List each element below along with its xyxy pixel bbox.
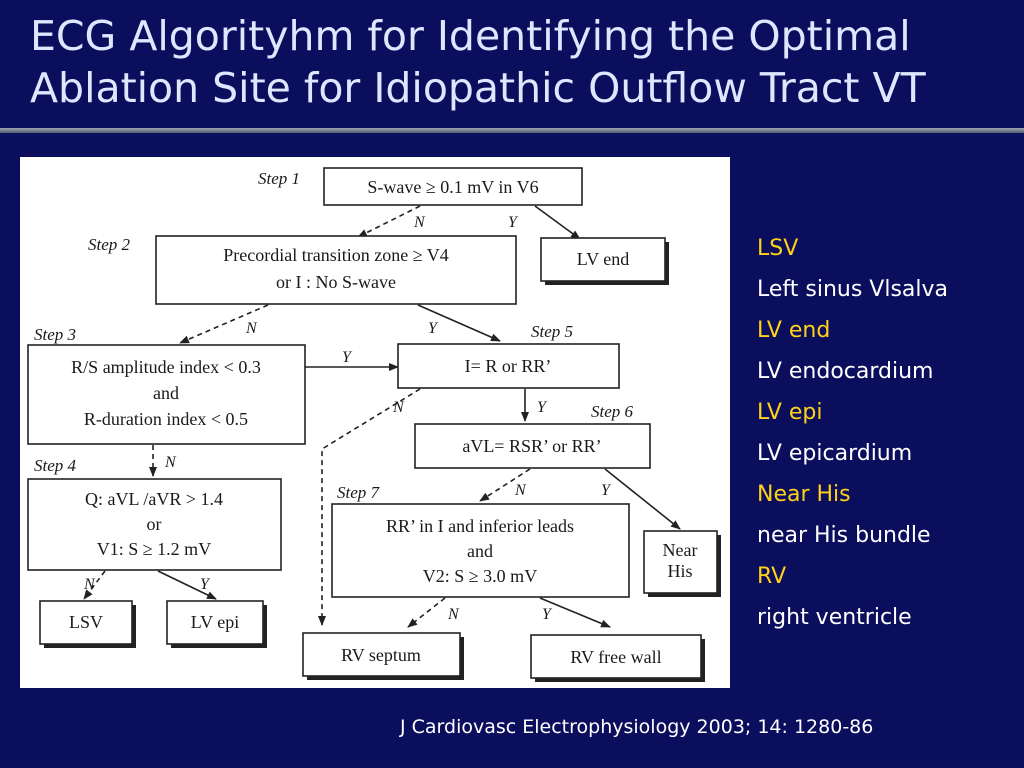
arrow-step4-yes [157, 570, 217, 600]
step-label-1: Step 1 [258, 169, 300, 188]
outcome-rv-septum-label: RV septum [341, 645, 421, 665]
branch-label-no: N [245, 320, 258, 337]
title-line-1: ECG Algorityhm for Identifying the Optim… [30, 12, 911, 60]
step1-text: S-wave ≥ 0.1 mV in V6 [367, 177, 538, 197]
branch-label-no: N [413, 214, 426, 231]
decision-step5: I= R or RR’ [397, 343, 620, 389]
outcome-lsv-label: LSV [69, 612, 103, 632]
decision-step1: S-wave ≥ 0.1 mV in V6 [323, 167, 583, 206]
legend-desc-lv-end: LV endocardium [757, 359, 934, 384]
step-label-5: Step 5 [531, 322, 573, 341]
arrow-step4-no [83, 570, 106, 600]
step4-text-line2: or [147, 514, 162, 534]
legend-abbr-lsv: LSV [757, 236, 799, 261]
step3-text-line1: R/S amplitude index < 0.3 [71, 357, 261, 377]
outcome-near-his-line2: His [667, 561, 692, 581]
branch-labels: N Y N Y Y N Y N N Y N Y N Y [83, 214, 612, 623]
outcome-rv-free-wall: RV free wall [530, 634, 705, 682]
arrow-step7-no [407, 597, 446, 628]
outcome-lv-end: LV end [540, 237, 669, 285]
branch-label-yes: Y [601, 482, 612, 499]
outcome-lv-epi: LV epi [166, 600, 267, 648]
arrow-step1-yes [534, 205, 581, 240]
branch-label-yes: Y [342, 349, 353, 366]
citation: J Cardiovasc Electrophysiology 2003; 14:… [400, 716, 874, 738]
branch-label-yes: Y [508, 214, 519, 231]
flowchart-arrows [83, 205, 681, 628]
arrow-step6-no [479, 468, 531, 502]
legend-abbr-lv-epi: LV epi [757, 400, 823, 425]
outcome-lv-end-label: LV end [577, 249, 630, 269]
legend-desc-lv-epi: LV epicardium [757, 441, 913, 466]
slide-title: ECG Algorityhm for Identifying the Optim… [30, 10, 1010, 114]
outcome-near-his-line1: Near [663, 540, 698, 560]
step6-text: aVL= RSR’ or RR’ [462, 436, 601, 456]
legend-abbr-near-his: Near His [757, 482, 851, 507]
branch-label-no: N [514, 482, 527, 499]
abbreviation-legend: LSV Left sinus Vlsalva LV end LV endocar… [757, 228, 1017, 638]
branch-label-no: N [164, 454, 177, 471]
arrow-step2-yes [417, 304, 501, 342]
step3-text-line3: R-duration index < 0.5 [84, 409, 248, 429]
decision-step4: Q: aVL /aVR > 1.4 or V1: S ≥ 1.2 mV [27, 478, 282, 571]
outcome-rv-free-wall-label: RV free wall [570, 647, 661, 667]
step-labels: Step 1 Step 2 Step 3 Step 4 Step 5 Step … [34, 169, 634, 502]
legend-desc-lsv: Left sinus Vlsalva [757, 277, 949, 302]
step3-text-line2: and [153, 383, 179, 403]
step2-text-line2: or I : No S-wave [276, 272, 396, 292]
branch-label-yes: Y [537, 399, 548, 416]
arrow-step2-no [179, 304, 269, 344]
legend-abbr-lv-end: LV end [757, 318, 831, 343]
decision-step3: R/S amplitude index < 0.3 and R-duration… [27, 344, 306, 445]
step2-text-line1: Precordial transition zone ≥ V4 [223, 245, 449, 265]
title-divider [0, 128, 1024, 133]
step-label-4: Step 4 [34, 456, 77, 475]
step-label-7: Step 7 [337, 483, 381, 502]
step7-text-line1: RR’ in I and inferior leads [386, 516, 574, 536]
arrow-step7-yes [539, 597, 611, 628]
outcome-lsv: LSV [39, 600, 136, 648]
branch-label-no: N [83, 576, 96, 593]
step7-text-line3: V2: S ≥ 3.0 mV [423, 566, 537, 586]
legend-desc-rv: right ventricle [757, 605, 912, 630]
outcome-rv-septum: RV septum [302, 632, 464, 680]
title-line-2: Ablation Site for Idiopathic Outflow Tra… [30, 64, 926, 112]
branch-label-yes: Y [428, 320, 439, 337]
decision-step2: Precordial transition zone ≥ V4 or I : N… [155, 235, 517, 305]
flowchart-svg: Step 1 Step 2 Step 3 Step 4 Step 5 Step … [27, 167, 721, 682]
step-label-3: Step 3 [34, 325, 76, 344]
step5-text: I= R or RR’ [465, 356, 552, 376]
outcome-lv-epi-label: LV epi [191, 612, 240, 632]
step7-text-line2: and [467, 541, 493, 561]
outcome-near-his: Near His [643, 530, 721, 597]
step4-text-line3: V1: S ≥ 1.2 mV [97, 539, 211, 559]
branch-label-no: N [392, 399, 405, 416]
step-label-6: Step 6 [591, 402, 634, 421]
decision-step6: aVL= RSR’ or RR’ [414, 423, 651, 469]
step4-text-line1: Q: aVL /aVR > 1.4 [85, 489, 223, 509]
branch-label-yes: Y [200, 576, 211, 593]
branch-label-no: N [447, 606, 460, 623]
arrow-step6-yes [604, 468, 681, 530]
decision-step7: RR’ in I and inferior leads and V2: S ≥ … [331, 503, 630, 598]
legend-abbr-rv: RV [757, 564, 787, 589]
step-label-2: Step 2 [88, 235, 131, 254]
branch-label-yes: Y [542, 606, 553, 623]
legend-desc-near-his: near His bundle [757, 523, 931, 548]
arrow-step5-no [318, 388, 421, 626]
ecg-algorithm-flowchart: Step 1 Step 2 Step 3 Step 4 Step 5 Step … [20, 157, 730, 688]
arrow-step1-no [357, 205, 421, 238]
